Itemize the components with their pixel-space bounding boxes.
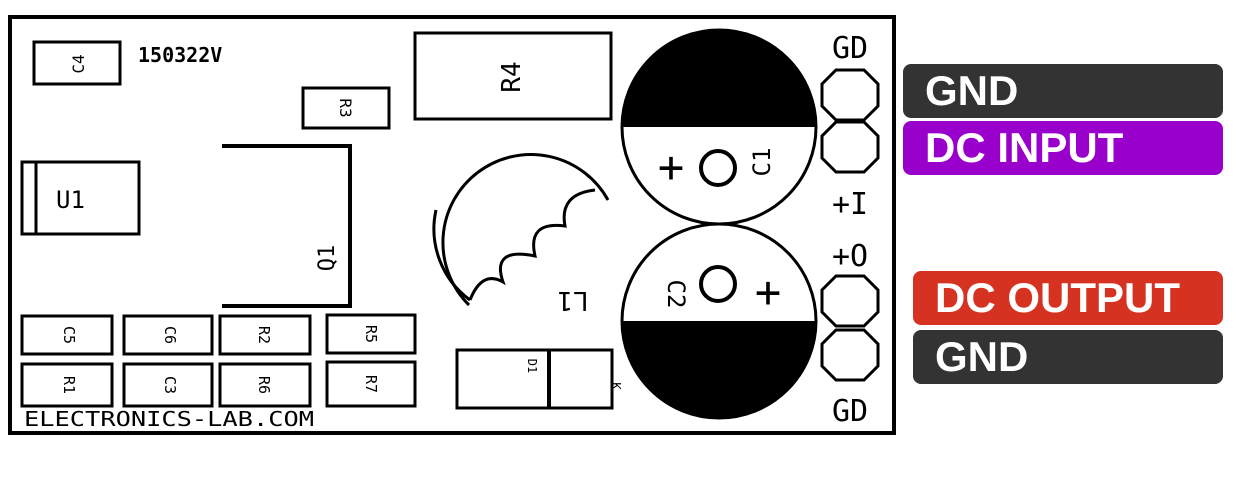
legend-gnd-top: GND [903, 64, 1223, 118]
pin-label-output: +O [832, 239, 868, 274]
pad-gnd-bottom [820, 328, 880, 382]
q1-outline [222, 144, 352, 308]
c5-footprint [20, 314, 114, 356]
c2-plus: + [755, 267, 782, 318]
r5-label: R5 [362, 325, 380, 343]
pin-label-gd-top: GD [832, 31, 868, 66]
c2-polarity-fill [622, 321, 816, 418]
c4-label: C4 [69, 54, 88, 73]
c1-hole [699, 149, 737, 187]
legend-gnd-bottom: GND [913, 330, 1223, 384]
c3-label: C3 [161, 376, 179, 394]
r3-label: R3 [336, 98, 355, 117]
c2-hole [699, 265, 737, 303]
footer-text: ELECTRONICS-LAB.COM [24, 407, 314, 431]
c4-footprint [32, 40, 122, 86]
r4-label: R4 [497, 61, 527, 92]
pin-label-gd-bottom: GD [832, 394, 868, 429]
c1-label: C1 [748, 148, 776, 177]
c6-label: C6 [161, 326, 179, 344]
l1-arc-inner [432, 209, 471, 302]
pad-dc-input [820, 120, 880, 174]
c3-footprint [122, 362, 214, 408]
l1-coil [468, 188, 596, 301]
r2-footprint [218, 314, 312, 356]
r7-footprint [325, 360, 417, 408]
c5-label: C5 [60, 326, 78, 344]
r2-label: R2 [255, 326, 273, 344]
q1-label: Q1 [315, 245, 340, 272]
r3-footprint [301, 86, 391, 130]
c1-polarity-fill [622, 30, 816, 128]
c2-label: C2 [662, 280, 690, 309]
r5-footprint [325, 313, 417, 355]
d1-label: D1 [525, 359, 539, 373]
u1-footprint [20, 160, 141, 236]
r4-footprint [413, 31, 613, 121]
l1-label: L1 [557, 285, 588, 315]
d1-footprint [455, 348, 614, 410]
r7-label: R7 [362, 375, 380, 393]
pcb-silkscreen: C4 150322V R3 R4 U1 Q1 L1 + C1 + C2 GD +… [8, 15, 896, 435]
r1-footprint [20, 362, 114, 408]
date-code: 150322V [138, 43, 222, 67]
r6-label: R6 [255, 376, 273, 394]
u1-label: U1 [56, 186, 85, 214]
pad-gnd-top [820, 68, 880, 122]
r6-footprint [218, 362, 312, 408]
pin-label-input: +I [832, 187, 868, 222]
d1-cathode-mark: K [609, 382, 623, 390]
r1-label: R1 [60, 376, 78, 394]
legend-dc-output: DC OUTPUT [913, 271, 1223, 325]
l1-arc-outer [441, 152, 610, 307]
legend-dc-input: DC INPUT [903, 121, 1223, 175]
c6-footprint [122, 314, 214, 356]
pad-dc-output [820, 274, 880, 328]
c1-plus: + [658, 142, 685, 193]
